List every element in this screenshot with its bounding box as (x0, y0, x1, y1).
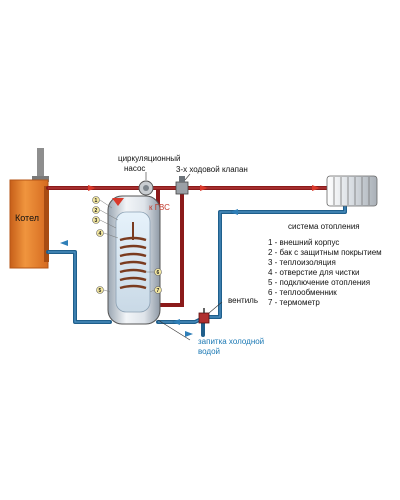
heat-exchanger-coil (119, 236, 147, 290)
tap-valve (198, 308, 210, 324)
legend-item: 6 - теплообменник (268, 288, 337, 297)
marker-5: 5 (96, 286, 104, 294)
flow-arrows-hot (88, 185, 320, 206)
svg-text:1: 1 (95, 198, 98, 204)
cold-water-label: запитка холодной водой (198, 337, 266, 356)
marker-3: 3 (92, 216, 100, 224)
valve-label: 3-х ходовой клапан (176, 165, 248, 174)
hot-water-label: к ГВС (149, 203, 170, 212)
marker-6: 6 (154, 268, 162, 276)
three-way-valve (175, 176, 189, 195)
legend-item: 2 - бак с защитным покрытием (268, 248, 382, 257)
tap-valve-label: вентиль (228, 296, 258, 305)
boiler-chimney (37, 148, 44, 178)
svg-text:7: 7 (157, 288, 160, 294)
pump-label: циркуляционный насос (118, 154, 183, 173)
boiler (9, 179, 49, 269)
marker-7: 7 (154, 286, 162, 294)
flow-arrows-cold (60, 209, 238, 337)
legend-item: 5 - подключение отопления (268, 278, 370, 287)
marker-1: 1 (92, 196, 100, 204)
svg-text:6: 6 (157, 270, 160, 276)
legend-item: 1 - внешний корпус (268, 238, 339, 247)
svg-text:4: 4 (99, 231, 102, 237)
svg-text:5: 5 (99, 288, 102, 294)
legend-item: 3 - теплоизоляция (268, 258, 336, 267)
water-heater-tank (107, 195, 161, 325)
legend-item: 7 - термометр (268, 298, 320, 307)
legend: 1 - внешний корпус 2 - бак с защитным по… (268, 238, 382, 307)
boiler-label: Котел (15, 213, 39, 223)
svg-text:3: 3 (95, 218, 98, 224)
legend-item: 4 - отверстие для чистки (268, 268, 360, 277)
marker-4: 4 (96, 229, 104, 237)
heating-system-label: система отопления (288, 222, 360, 231)
circulation-pump (138, 180, 154, 196)
marker-2: 2 (92, 206, 100, 214)
radiator (326, 175, 378, 207)
svg-text:2: 2 (95, 208, 98, 214)
